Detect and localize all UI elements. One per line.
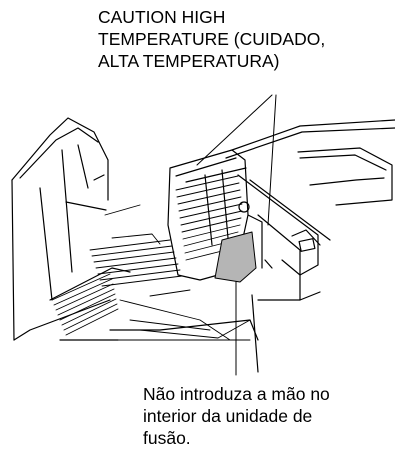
warning-label-line-2: interior da unidade de: [143, 406, 313, 426]
cover-vent-grille: [51, 273, 119, 336]
caution-label-line-1: CAUTION HIGH: [98, 7, 226, 27]
paper-path-rollers: [89, 204, 251, 341]
caution-label-line-3: ALTA TEMPERATURA): [98, 51, 280, 71]
warning-label-line-3: fusão.: [143, 428, 191, 448]
caution-label-line-2: TEMPERATURE (CUIDADO,: [98, 29, 326, 49]
printer-base: [59, 319, 259, 341]
warning-label-line-1: Não introduza a mão no: [143, 384, 330, 404]
printer-body-right: [225, 119, 395, 373]
caution-high-temperature-label: CAUTION HIGH TEMPERATURE (CUIDADO, ALTA …: [98, 6, 325, 72]
hot-zone-shading: [214, 231, 257, 283]
callout-leader-lines: [196, 94, 277, 376]
fuser-fins: [175, 175, 243, 261]
do-not-insert-hand-warning: Não introduza a mão no interior da unida…: [143, 383, 330, 449]
open-top-cover: [11, 117, 131, 341]
